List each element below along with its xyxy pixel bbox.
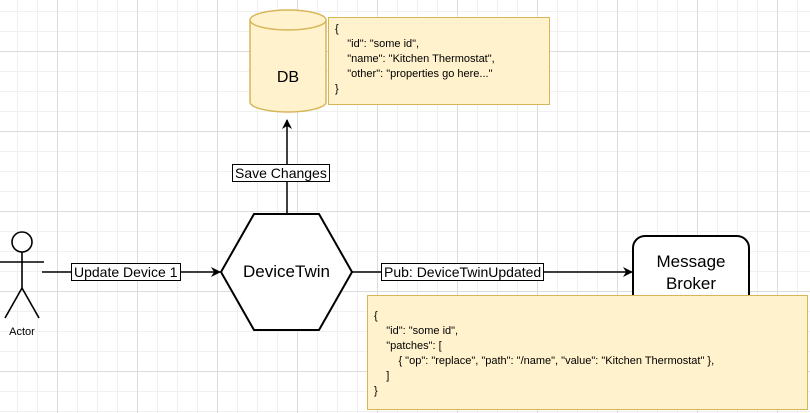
event-payload-note: { "id": "some id", "patches": [ { "op": … <box>367 295 808 410</box>
update-device-label: Update Device 1 <box>71 263 181 281</box>
actor-label: Actor <box>9 326 35 338</box>
message-broker-label-line2: Broker <box>665 273 717 293</box>
device-twin-label: DeviceTwin <box>243 262 330 281</box>
save-changes-label: Save Changes <box>232 164 330 182</box>
actor-figure[interactable] <box>0 231 44 319</box>
db-record-note: { "id": "some id", "name": "Kitchen Ther… <box>328 17 550 105</box>
db-label: DB <box>276 69 300 86</box>
pub-event-label: Pub: DeviceTwinUpdated <box>381 263 545 281</box>
message-broker-label: Message Broker <box>633 236 749 309</box>
message-broker-label-line1: Message <box>656 251 726 271</box>
db-cylinder[interactable] <box>249 9 327 113</box>
